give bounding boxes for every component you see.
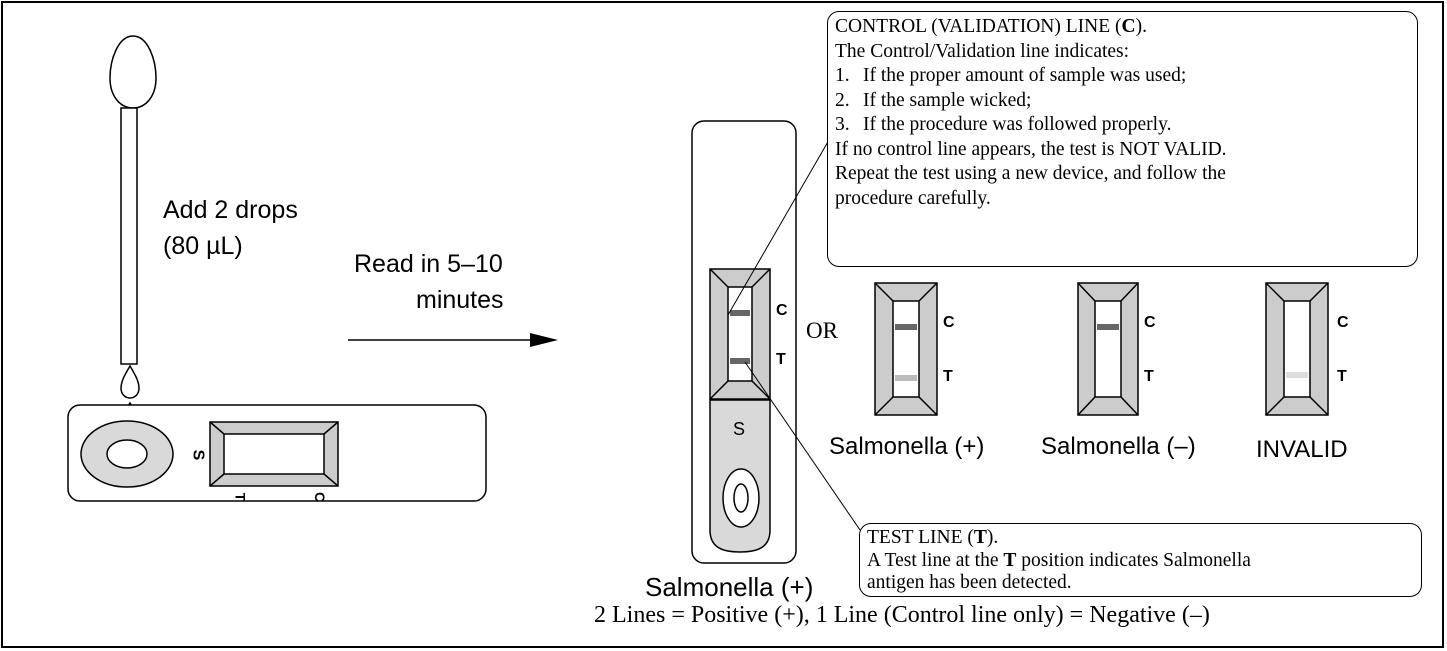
large-s-label: S (733, 419, 746, 439)
test-line-callout: TEST LINE (T). A Test line at the T posi… (859, 523, 1422, 597)
test-callout-line: antigen has been detected. (867, 572, 1072, 593)
result-invalid-label: INVALID (1256, 436, 1348, 463)
window-invalid (1265, 282, 1329, 416)
large-c-label: C (776, 302, 788, 319)
control-callout-leader (727, 132, 834, 316)
negative-t-label: T (1144, 368, 1154, 385)
dropper (109, 35, 157, 435)
read-minutes-label: minutes (416, 286, 504, 314)
positive-control-line (895, 324, 917, 330)
cassette-t-label: T (232, 492, 249, 502)
test-callout-title: TEST LINE (T). (867, 527, 999, 548)
invalid-c-label: C (1337, 314, 1349, 331)
large-t-label: T (776, 351, 786, 368)
add-drops-label: Add 2 drops (163, 196, 298, 224)
negative-control-line (1097, 324, 1119, 330)
control-callout-item: 1.If the proper amount of sample was use… (835, 65, 1187, 86)
drop-1 (120, 364, 140, 399)
control-callout-note: procedure carefully. (835, 187, 991, 209)
window-positive (874, 282, 938, 416)
window-negative (1077, 282, 1139, 416)
or-label: OR (806, 318, 838, 343)
positive-c-label: C (943, 314, 955, 331)
control-line-callout: CONTROL (VALIDATION) LINE (C). The Contr… (827, 11, 1418, 267)
volume-label: (80 µL) (163, 232, 243, 260)
positive-t-label: T (943, 368, 953, 385)
control-callout-title: CONTROL (VALIDATION) LINE (C). (835, 16, 1147, 37)
control-line-mark (730, 310, 750, 316)
interpretation-footer: 2 Lines = Positive (+), 1 Line (Control … (594, 602, 1210, 628)
invalid-test-line (1286, 372, 1308, 378)
large-cassette (691, 120, 797, 564)
control-callout-item: 2.If the sample wicked; (835, 89, 1032, 111)
test-callout-leader (744, 361, 861, 531)
positive-test-line (895, 375, 917, 381)
read-time-label: Read in 5–10 (354, 250, 503, 278)
result-positive-label: Salmonella (+) (829, 433, 985, 460)
invalid-t-label: T (1337, 368, 1347, 385)
control-callout-note: If no control line appears, the test is … (835, 138, 1227, 160)
test-callout-line: A Test line at the T position indicates … (867, 549, 1251, 571)
control-callout-intro: The Control/Validation line indicates: (835, 40, 1130, 62)
result-main-label: Salmonella (+) (645, 572, 814, 602)
control-callout-item: 3.If the procedure was followed properly… (835, 114, 1172, 135)
cassette-s-label: S (189, 449, 207, 461)
result-negative-label: Salmonella (–) (1041, 433, 1196, 460)
cassette-c-label: C (312, 491, 329, 503)
test-line-mark (730, 358, 750, 364)
control-callout-note: Repeat the test using a new device, and … (835, 163, 1226, 184)
read-arrow (348, 333, 558, 347)
negative-c-label: C (1144, 314, 1156, 331)
horizontal-cassette (67, 404, 487, 502)
